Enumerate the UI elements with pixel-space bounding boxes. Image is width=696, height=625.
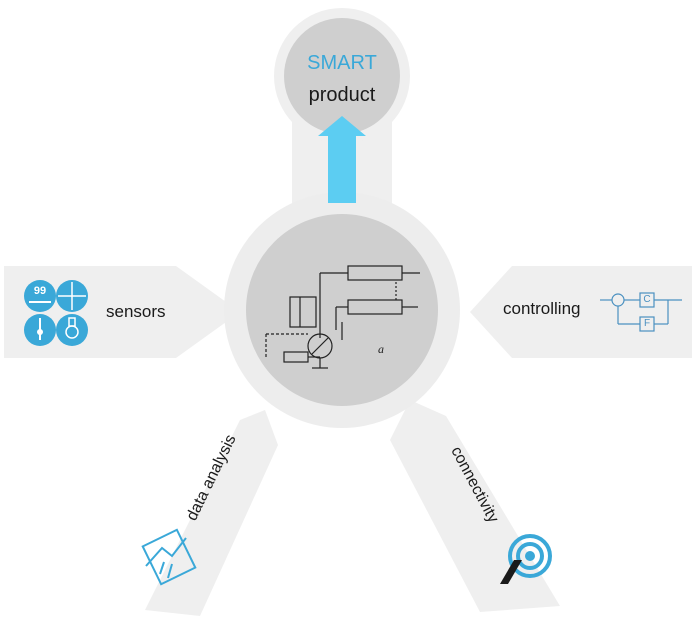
- controlling-panel: [470, 266, 692, 358]
- sketch-label: a: [378, 342, 384, 356]
- sensors-icon-group: [24, 280, 88, 346]
- smart-product-circle: [284, 18, 400, 134]
- control-loop-icon: [600, 292, 682, 332]
- data-analysis-panel: [145, 410, 278, 616]
- controlling-label: controlling: [503, 299, 581, 318]
- smart-title: SMART: [307, 52, 377, 74]
- sensors-label: sensors: [106, 302, 166, 321]
- radio-tower-icon: [500, 534, 552, 584]
- quality-badge-text: 99: [33, 285, 47, 297]
- quality-99-icon: [24, 280, 56, 312]
- center-circle: [246, 214, 438, 406]
- up-arrow-icon: [318, 116, 366, 203]
- flask-icon: [56, 314, 88, 346]
- product-title: product: [308, 84, 376, 106]
- feedback-block-label: F: [643, 318, 651, 329]
- gauge-needle-icon: [24, 314, 56, 346]
- crosshair-dial-icon: [56, 280, 88, 312]
- bar-chart-icon: [141, 528, 197, 586]
- hydraulic-schematic-sketch: [265, 265, 420, 369]
- controller-block-label: C: [643, 294, 651, 305]
